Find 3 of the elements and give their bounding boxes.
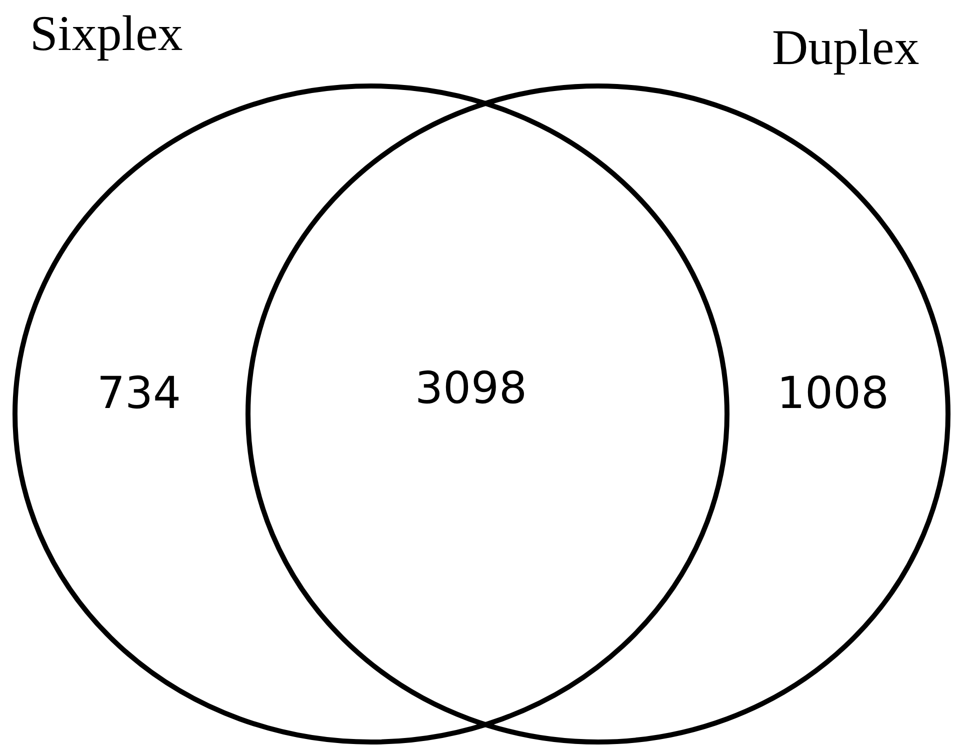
count-label: 1008 <box>777 372 889 416</box>
count-label: 734 <box>97 372 181 416</box>
count-label: 3098 <box>415 367 527 411</box>
